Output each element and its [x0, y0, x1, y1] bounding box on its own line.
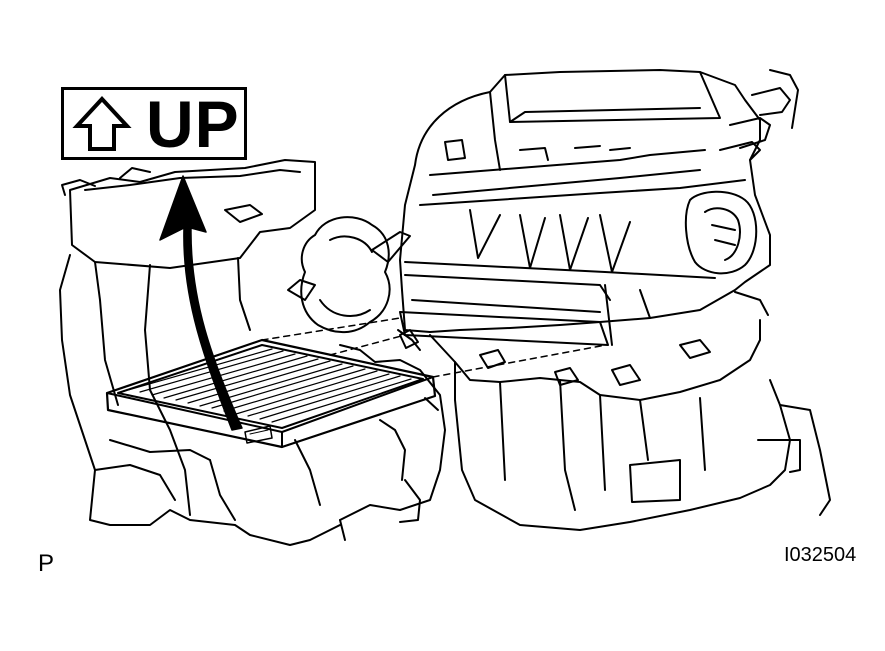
- corner-label: P: [38, 550, 55, 577]
- installation-guide-lines: [261, 317, 607, 378]
- evaporator-case: [399, 69, 799, 346]
- up-direction-label: UP: [61, 87, 247, 161]
- cabin-air-filter: [105, 338, 437, 449]
- blower-motor: [287, 216, 411, 334]
- center-ducting: [294, 344, 446, 541]
- filter-pleats: [127, 348, 412, 423]
- left-duct-housing: [59, 159, 341, 546]
- removal-direction-arrow: [159, 175, 243, 431]
- heater-case: [397, 291, 831, 531]
- up-label-text: UP: [146, 87, 240, 161]
- up-outline-arrow-icon: [72, 96, 132, 151]
- figure-id: I032504: [784, 544, 857, 566]
